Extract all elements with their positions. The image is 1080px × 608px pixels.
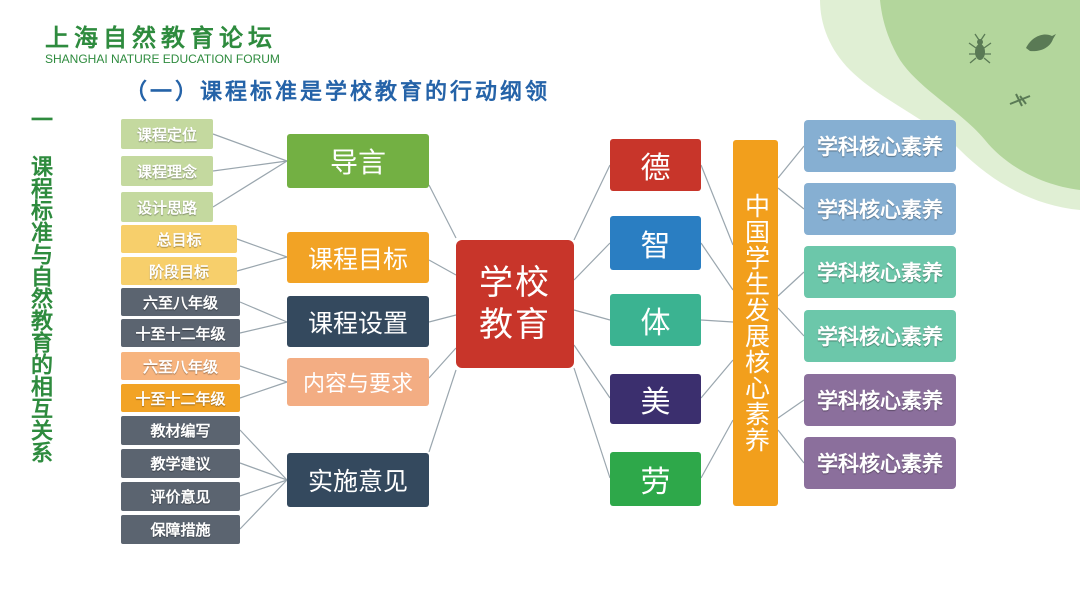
item-overall-goal: 总目标 <box>121 225 237 253</box>
group-curriculum-setting: 课程设置 <box>287 296 429 347</box>
item-evaluation-opinion: 评价意见 <box>121 482 240 511</box>
competency-box: 学科核心素养 <box>804 310 956 362</box>
group-introduction: 导言 <box>287 134 429 188</box>
item-curriculum-positioning: 课程定位 <box>121 119 213 149</box>
virtue-labor: 劳 <box>610 452 701 506</box>
virtue-physical: 体 <box>610 294 701 346</box>
item-teaching-advice: 教学建议 <box>121 449 240 478</box>
competency-box: 学科核心素养 <box>804 120 956 172</box>
center-label: 学校 教育 <box>479 263 551 345</box>
competency-box: 学科核心素养 <box>804 183 956 235</box>
core-literacy-label: 中国学生发展核心素养 <box>741 193 771 453</box>
virtue-moral: 德 <box>610 139 701 191</box>
item-setting-grade-10-12: 十至十二年级 <box>121 319 240 347</box>
forum-name-en: SHANGHAI NATURE EDUCATION FORUM <box>45 52 280 66</box>
competency-box: 学科核心素养 <box>804 437 956 489</box>
core-literacy-bar: 中国学生发展核心素养 <box>733 140 778 506</box>
forum-name-cn: 上海自然教育论坛 <box>45 24 277 52</box>
item-curriculum-concept: 课程理念 <box>121 156 213 186</box>
virtue-aesthetic: 美 <box>610 374 701 424</box>
item-stage-goal: 阶段目标 <box>121 257 237 285</box>
item-design-approach: 设计思路 <box>121 192 213 222</box>
beetle-icon <box>968 33 992 64</box>
competency-box: 学科核心素养 <box>804 246 956 298</box>
item-safeguard-measures: 保障措施 <box>121 515 240 544</box>
group-implementation: 实施意见 <box>287 453 429 507</box>
school-education-center: 学校 教育 <box>456 240 574 368</box>
virtue-intellect: 智 <box>610 216 701 270</box>
group-curriculum-goals: 课程目标 <box>287 232 429 283</box>
item-content-grade-6-8: 六至八年级 <box>121 352 240 380</box>
item-textbook-writing: 教材编写 <box>121 416 240 445</box>
group-content-requirements: 内容与要求 <box>287 358 429 406</box>
item-content-grade-10-12: 十至十二年级 <box>121 384 240 412</box>
insect-icon <box>1009 93 1031 107</box>
competency-box: 学科核心素养 <box>804 374 956 426</box>
side-title: 一 课程标准与自然教育的相互关系 <box>27 108 52 463</box>
bird-icon <box>1026 34 1056 52</box>
section-title: （一）课程标准是学校教育的行动纲领 <box>125 80 551 105</box>
item-setting-grade-6-8: 六至八年级 <box>121 288 240 316</box>
